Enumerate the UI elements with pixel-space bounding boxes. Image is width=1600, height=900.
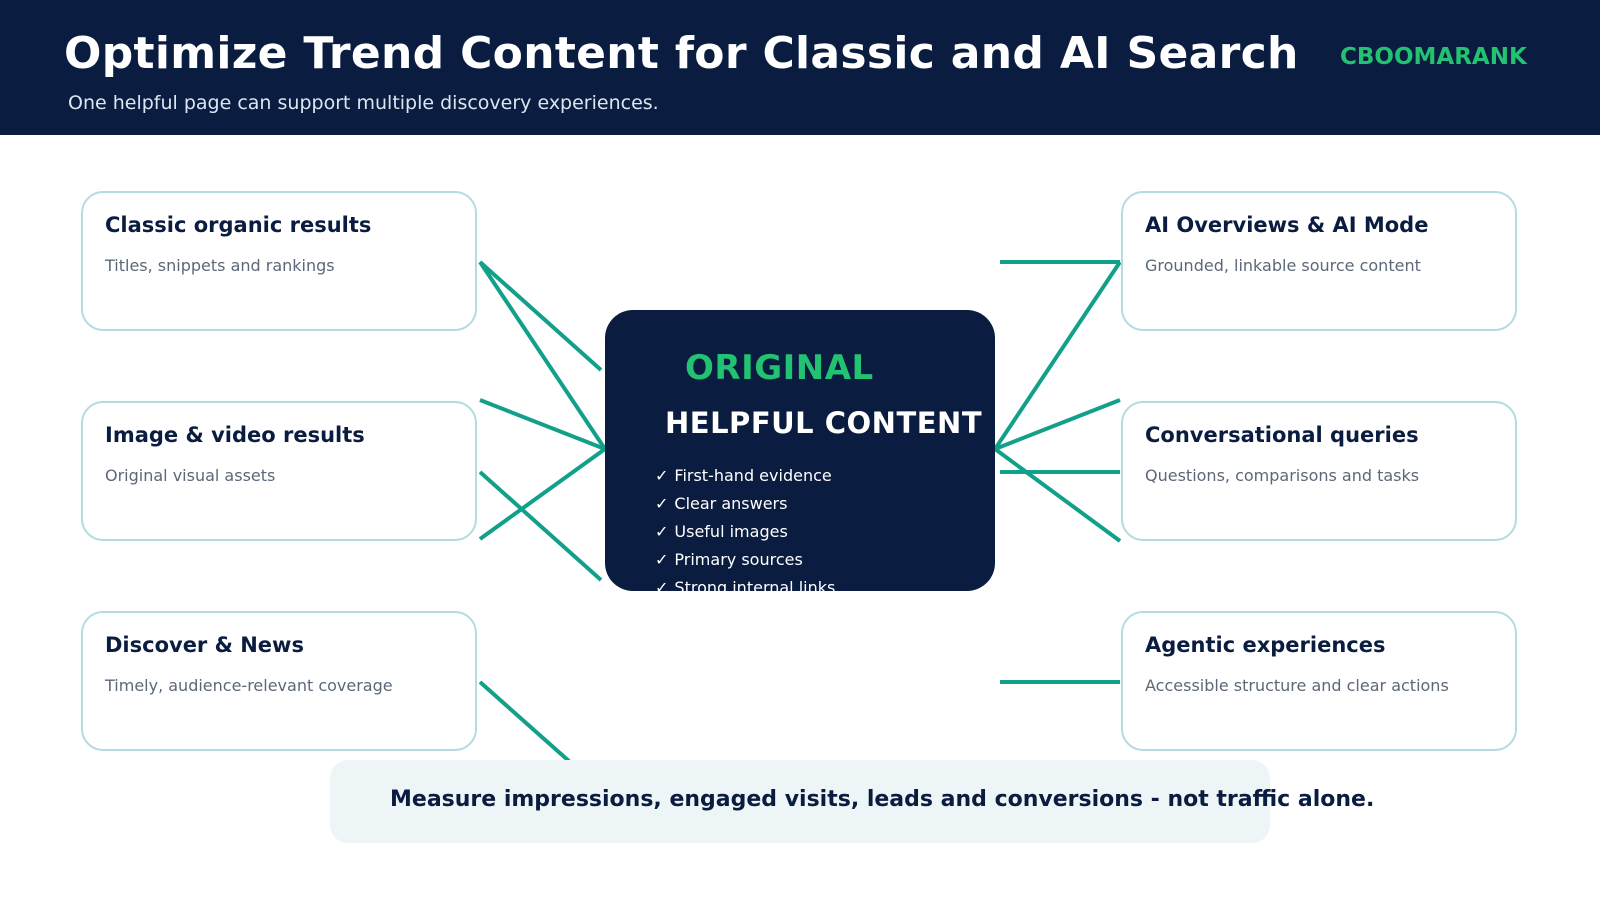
check-icon: ✓ (655, 466, 669, 485)
checklist-item-label: Primary sources (674, 550, 803, 569)
connector-line (478, 470, 603, 582)
card-image-video-results: Image & video results Original visual as… (81, 401, 477, 541)
connector-line (993, 260, 1122, 451)
connector-line (478, 260, 607, 451)
check-icon: ✓ (655, 578, 669, 597)
card-description: Timely, audience-relevant coverage (105, 676, 393, 695)
card-title: AI Overviews & AI Mode (1145, 213, 1429, 237)
card-ai-overviews-ai-mode: AI Overviews & AI Mode Grounded, linkabl… (1121, 191, 1517, 331)
connector-line (478, 260, 603, 372)
checklist-item: ✓ Useful images (655, 522, 835, 550)
card-classic-organic-results: Classic organic results Titles, snippets… (81, 191, 477, 331)
checklist-item-label: First-hand evidence (674, 466, 832, 485)
connector-line (478, 680, 572, 764)
card-conversational-queries: Conversational queries Questions, compar… (1121, 401, 1517, 541)
connector-line (993, 447, 1122, 543)
card-title: Conversational queries (1145, 423, 1419, 447)
footer-banner (330, 760, 1270, 843)
central-hub: ORIGINAL HELPFUL CONTENT ✓ First-hand evi… (605, 310, 995, 597)
card-title: Classic organic results (105, 213, 372, 237)
card-description: Original visual assets (105, 466, 276, 485)
brand-logo-text: CBOOMARANK (1340, 44, 1527, 70)
page-subtitle: One helpful page can support multiple di… (68, 92, 659, 114)
hub-checklist: ✓ First-hand evidence ✓ Clear answers ✓ Use… (655, 466, 835, 606)
footer-message: Measure impressions, engaged visits, lea… (390, 787, 1375, 812)
card-description: Questions, comparisons and tasks (1145, 466, 1420, 485)
check-icon: ✓ (655, 550, 669, 569)
checklist-item-label: Useful images (674, 522, 788, 541)
card-description: Titles, snippets and rankings (105, 256, 335, 275)
connector-line (994, 398, 1121, 451)
check-icon: ✓ (655, 522, 669, 541)
checklist-item-label: Strong internal links (674, 578, 836, 597)
card-agentic-experiences: Agentic experiences Accessible structure… (1121, 611, 1517, 751)
check-icon: ✓ (655, 494, 669, 513)
checklist-item: ✓ Strong internal links (655, 578, 835, 606)
card-description: Grounded, linkable source content (1145, 256, 1421, 275)
card-description: Accessible structure and clear actions (1145, 676, 1449, 695)
header-bar: Optimize Trend Content for Classic and A… (0, 0, 1600, 135)
checklist-item: ✓ Clear answers (655, 494, 835, 522)
hub-kicker: ORIGINAL (685, 348, 874, 388)
card-title: Discover & News (105, 633, 304, 657)
checklist-item: ✓ First-hand evidence (655, 466, 835, 494)
card-discover-news: Discover & News Timely, audience-relevan… (81, 611, 477, 751)
connector-line (479, 398, 606, 451)
checklist-item: ✓ Primary sources (655, 550, 835, 578)
card-title: Image & video results (105, 423, 365, 447)
checklist-item-label: Clear answers (674, 494, 788, 513)
page-title: Optimize Trend Content for Classic and A… (64, 28, 1299, 79)
card-title: Agentic experiences (1145, 633, 1386, 657)
hub-title: HELPFUL CONTENT (665, 406, 983, 440)
connector-line (478, 447, 607, 541)
